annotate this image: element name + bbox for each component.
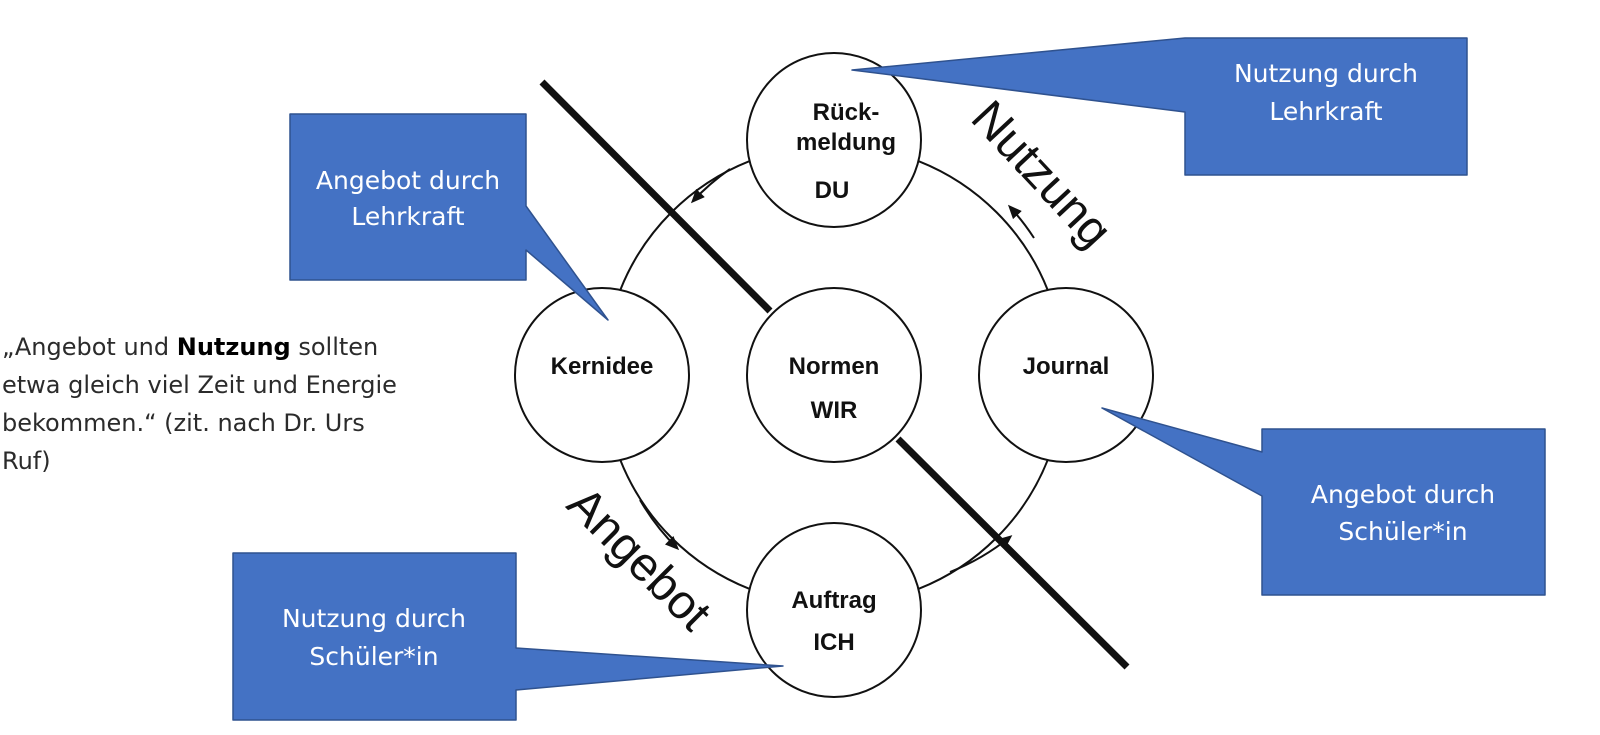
divider-line-upper <box>539 79 773 314</box>
callout-bottom-left-line-1: Nutzung durch <box>282 604 466 633</box>
callout-top-right: Nutzung durch Lehrkraft <box>851 37 1468 176</box>
callout-top-left-line-2: Lehrkraft <box>351 202 464 231</box>
kernidee-text: Kernidee <box>551 353 654 380</box>
quote-bold-word: Nutzung <box>176 333 291 361</box>
normen-line-1: Normen <box>789 353 880 380</box>
circle-kernidee: Kernidee <box>514 287 690 463</box>
arrow-to-kernidee <box>690 168 731 204</box>
auftrag-line-2: ICH <box>813 629 854 656</box>
divider-line-lower <box>895 436 1130 670</box>
callout-bottom-left: Nutzung durch Schüler*in <box>232 552 784 721</box>
circle-auftrag: Auftrag ICH <box>746 522 922 698</box>
normen-line-2: WIR <box>811 397 858 424</box>
callout-top-left: Angebot durch Lehrkraft <box>289 113 609 321</box>
circle-journal: Journal <box>978 287 1154 463</box>
callout-top-right-line-2: Lehrkraft <box>1269 97 1382 126</box>
arrow-to-journal <box>949 535 1013 573</box>
ruf-quote: „Angebot und Nutzung sollten etwa gleich… <box>2 328 402 480</box>
callout-top-right-line-1: Nutzung durch <box>1234 59 1418 88</box>
callout-top-left-line-1: Angebot durch <box>316 166 500 195</box>
nutzung-label: Nutzung <box>961 91 1122 258</box>
callout-right: Angebot durch Schüler*in <box>1101 407 1546 596</box>
callout-right-line-2: Schüler*in <box>1338 517 1467 546</box>
quote-open: „Angebot und <box>2 333 177 361</box>
arrow-to-rueckmeldung <box>1007 204 1035 239</box>
circle-rueckmeldung: Rück- meldung DU <box>746 52 922 228</box>
auftrag-line-1: Auftrag <box>791 587 876 614</box>
callout-right-line-1: Angebot durch <box>1311 480 1495 509</box>
rueckmeldung-line-1: Rück- <box>813 99 880 126</box>
journal-text: Journal <box>1023 353 1110 380</box>
rueckmeldung-line-2: meldung <box>796 129 896 156</box>
callout-bottom-left-line-2: Schüler*in <box>309 642 438 671</box>
quote-rest: sollten etwa gleich viel Zeit und Energi… <box>2 333 397 475</box>
rueckmeldung-line-3: DU <box>815 177 850 204</box>
arrow-to-auftrag <box>639 499 680 551</box>
circle-normen: Normen WIR <box>746 287 922 463</box>
